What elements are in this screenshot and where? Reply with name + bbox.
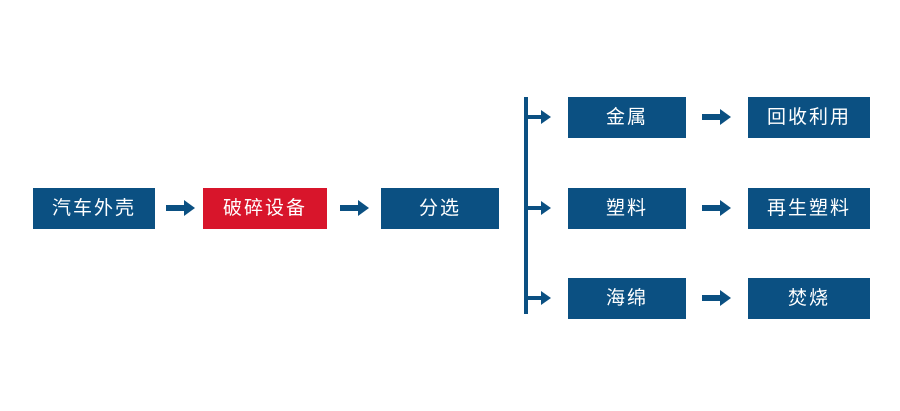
- node-label-plastic: 塑料: [605, 197, 648, 219]
- node-label-sorting: 分选: [418, 197, 461, 219]
- node-crusher[interactable]: 破碎设备: [203, 188, 327, 229]
- node-label-burn: 焚烧: [787, 287, 830, 309]
- node-sorting[interactable]: 分选: [381, 188, 499, 229]
- arrow-plastic-to-replastic: [702, 195, 732, 221]
- node-label-sponge: 海绵: [605, 287, 648, 309]
- node-metal[interactable]: 金属: [568, 97, 686, 138]
- sorting-split-bar: [524, 97, 528, 314]
- node-replastic[interactable]: 再生塑料: [748, 188, 870, 229]
- node-shell[interactable]: 汽车外壳: [33, 188, 155, 229]
- arrow-sponge-to-burn: [702, 285, 732, 311]
- node-plastic[interactable]: 塑料: [568, 188, 686, 229]
- arrow-bar-to-sponge: [524, 285, 552, 311]
- node-sponge[interactable]: 海绵: [568, 278, 686, 319]
- node-label-crusher: 破碎设备: [222, 197, 307, 219]
- node-label-recycle: 回收利用: [766, 106, 851, 128]
- arrow-bar-to-plastic: [524, 195, 552, 221]
- arrow-crusher-to-sorting: [340, 195, 370, 221]
- node-label-metal: 金属: [605, 106, 648, 128]
- arrow-shell-to-crusher: [166, 195, 196, 221]
- node-label-shell: 汽车外壳: [51, 197, 136, 219]
- node-label-replastic: 再生塑料: [766, 197, 851, 219]
- node-burn[interactable]: 焚烧: [748, 278, 870, 319]
- arrow-metal-to-recycle: [702, 104, 732, 130]
- arrow-bar-to-metal: [524, 104, 552, 130]
- node-recycle[interactable]: 回收利用: [748, 97, 870, 138]
